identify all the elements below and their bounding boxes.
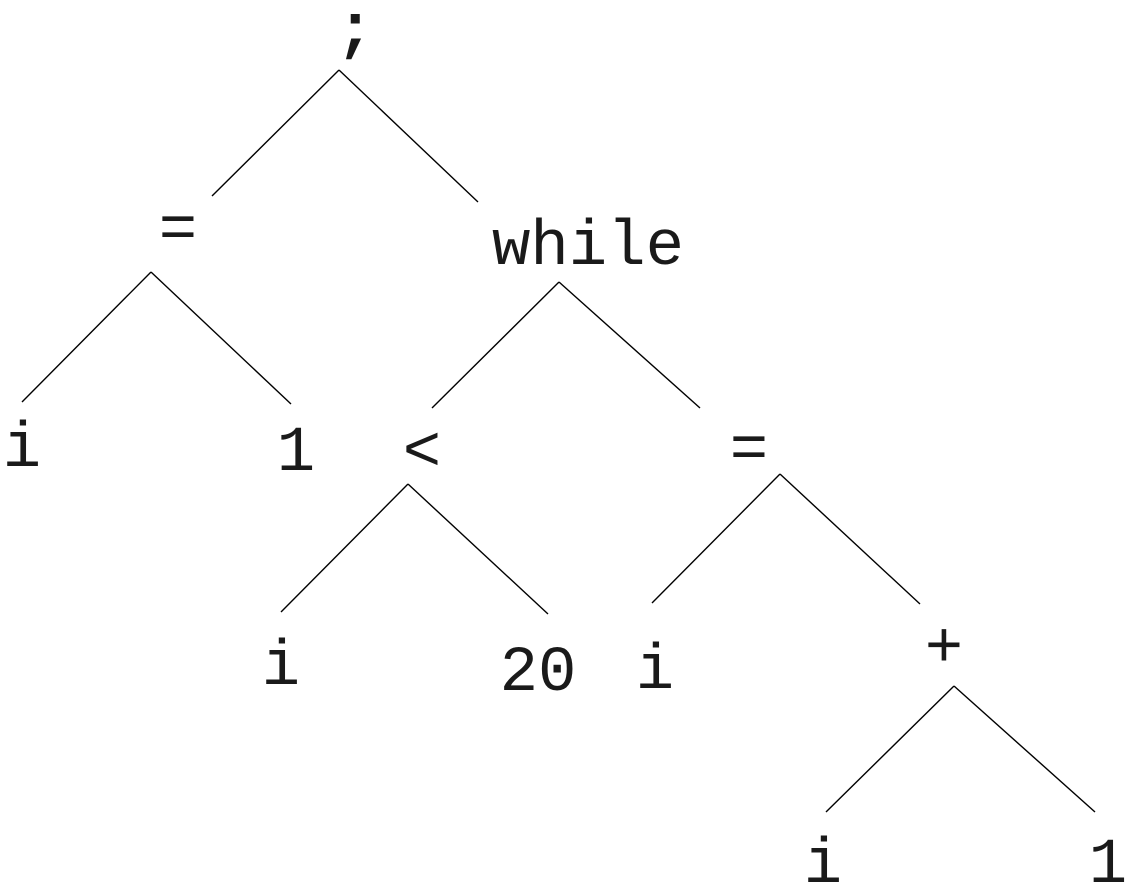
node-plus: + xyxy=(925,614,963,686)
node-while: while xyxy=(492,212,684,284)
tree-nodes: ; = while i 1 < = i 20 i + i 1 xyxy=(3,0,1125,886)
node-one2: 1 xyxy=(1089,830,1125,886)
node-twenty: 20 xyxy=(500,638,577,710)
node-i4: i xyxy=(804,830,842,886)
node-i3: i xyxy=(636,636,674,708)
edge-plus-to-one2 xyxy=(953,685,1096,813)
edge-semi-to-while xyxy=(338,69,479,203)
edge-plus-to-i4 xyxy=(825,685,955,813)
edge-lt-to-twenty xyxy=(407,483,549,615)
edge-semi-to-assign1 xyxy=(211,69,340,197)
node-lt: < xyxy=(403,418,441,490)
edge-assign2-to-plus xyxy=(779,473,921,605)
node-semi: ; xyxy=(336,0,374,68)
node-i2: i xyxy=(262,632,300,704)
edge-assign1-to-one1 xyxy=(150,271,292,405)
edge-assign2-to-i3 xyxy=(651,473,781,604)
tree-edges xyxy=(21,69,1096,813)
node-assign2: = xyxy=(730,416,768,488)
edge-lt-to-i2 xyxy=(280,483,409,613)
edge-while-to-assign2 xyxy=(558,281,701,409)
node-one1: 1 xyxy=(277,418,315,490)
node-i1: i xyxy=(3,414,41,486)
node-assign1: = xyxy=(159,196,197,268)
edge-while-to-lt xyxy=(431,281,560,409)
edge-assign1-to-i1 xyxy=(21,271,152,403)
